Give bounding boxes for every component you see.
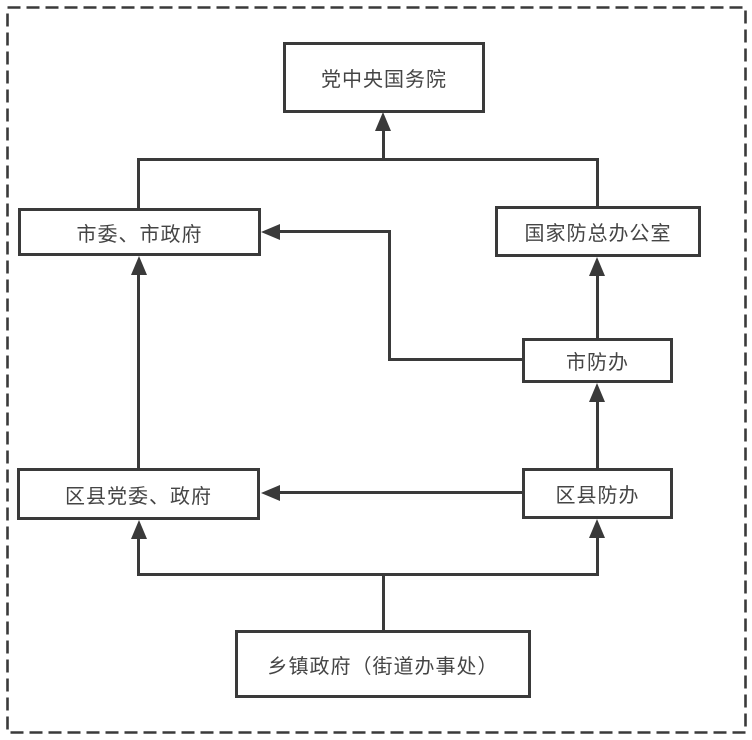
arrowhead-into-municipal-committee-bottom: [131, 256, 147, 275]
edge-shifangban-to-national-vertical: [596, 272, 599, 338]
arrowhead-into-shifangban: [589, 383, 605, 402]
node-party-central-state-council: 党中央国务院: [283, 42, 485, 113]
node-district-county-party-committee-government: 区县党委、政府: [17, 468, 260, 520]
edge-shifangban-elbow-top: [277, 230, 391, 233]
edge-merge-top-horizontal: [137, 158, 599, 161]
edge-shifangban-elbow-vertical: [388, 230, 391, 361]
edge-quxianfangban-to-shifangban-vertical: [596, 399, 599, 468]
edge-shifangban-elbow-bottom: [391, 358, 522, 361]
edge-township-stem: [382, 574, 385, 630]
arrowhead-into-quxianfangban-bottom: [589, 519, 605, 538]
node-municipal-flood-control-office: 市防办: [522, 338, 673, 383]
arrowhead-into-district-committee-bottom: [131, 520, 147, 539]
node-national-flood-control-hq-office: 国家防总办公室: [495, 206, 701, 257]
edge-township-right-vertical: [596, 534, 599, 575]
node-district-county-flood-control-office: 区县防办: [522, 468, 673, 519]
arrowhead-into-party-central: [375, 112, 391, 131]
edge-township-left-vertical: [137, 535, 140, 575]
arrowhead-into-national-office: [589, 257, 605, 276]
edge-municipal-to-top-vertical: [137, 158, 140, 209]
node-township-government-street-office: 乡镇政府（街道办事处）: [235, 630, 531, 698]
node-municipal-committee-government: 市委、市政府: [18, 208, 261, 256]
arrowhead-into-district-committee: [261, 485, 280, 501]
arrowhead-into-municipal-committee: [261, 224, 280, 240]
edge-top-arrow-stem: [382, 127, 385, 161]
edge-nationaloffice-to-top-vertical: [596, 158, 599, 207]
edge-district-to-municipal-vertical: [137, 271, 140, 468]
edge-quxianfangban-to-district-horizontal: [277, 491, 522, 494]
edge-township-horizontal: [137, 573, 599, 576]
